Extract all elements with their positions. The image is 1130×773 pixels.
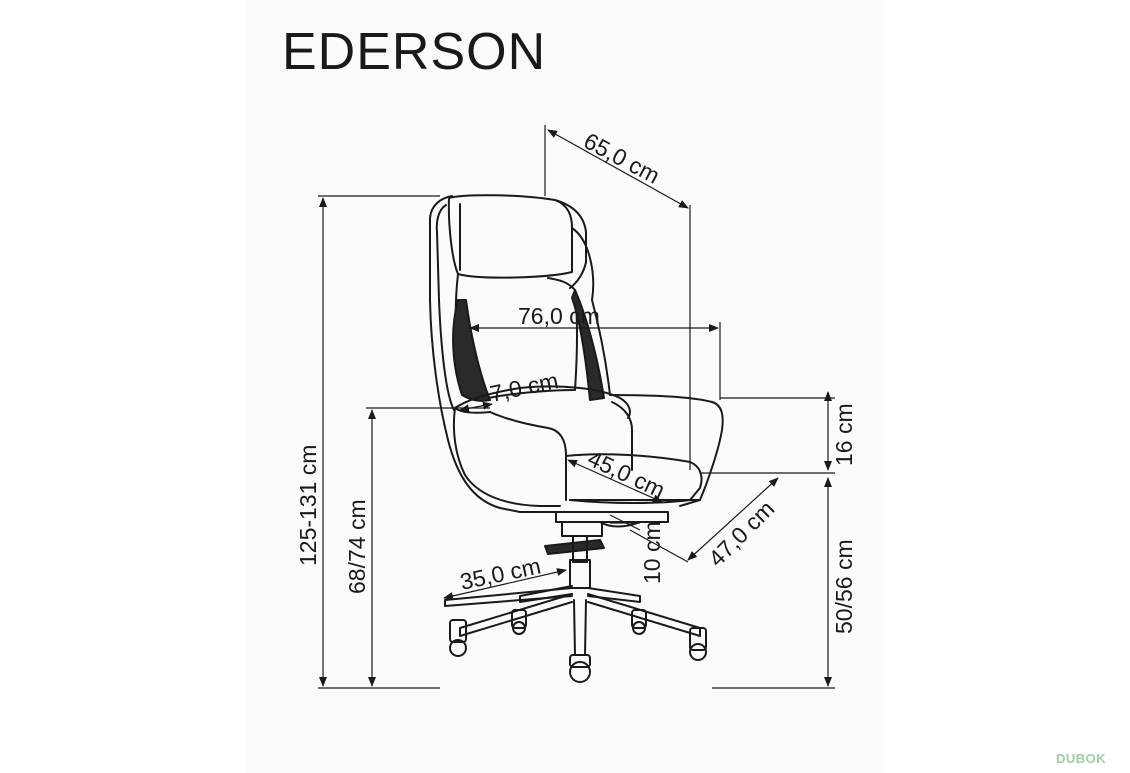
label-armrest-height: 68/74 cm — [344, 499, 370, 594]
label-depth: 65,0 cm — [580, 127, 664, 188]
base-leg-front — [573, 599, 587, 656]
caster-left-front — [511, 609, 527, 635]
label-partial: 7,0 cm — [488, 367, 561, 407]
height-lever — [544, 539, 605, 555]
label-arm-above-seat: 16 cm — [831, 403, 857, 466]
dim-line-base-radius — [443, 568, 567, 600]
backrest-shell-inner — [435, 204, 455, 411]
dim-line-seat-depth — [687, 477, 779, 561]
product-title: EDERSON — [282, 23, 547, 81]
dim-line-partial — [459, 401, 493, 413]
chair-outline — [429, 194, 724, 683]
label-gas-lift: 10 cm — [639, 521, 665, 584]
label-base-radius: 35,0 cm — [458, 552, 543, 594]
caster-left-back — [449, 619, 467, 657]
back-cushion-left-dark — [452, 299, 491, 402]
ext-line-seat-depth — [629, 529, 689, 563]
caster-front — [569, 654, 591, 683]
armrest-left-inner — [489, 411, 567, 501]
dim-line-seat-width — [567, 459, 663, 503]
dim-line-depth — [547, 129, 689, 209]
gas-lift-cylinder — [572, 535, 588, 563]
base-leg-right-back — [587, 587, 641, 603]
label-total-height: 125-131 cm — [295, 445, 321, 566]
backrest-shell — [429, 195, 561, 513]
caster-right-back — [689, 627, 707, 661]
caster-right-front — [631, 609, 647, 635]
gas-lift-cover — [569, 559, 591, 589]
mechanism-plate — [555, 511, 669, 523]
armrest-right — [609, 394, 724, 507]
back-cushion-right-dark — [571, 289, 605, 401]
label-seat-width: 45,0 cm — [584, 445, 669, 503]
label-seat-depth: 47,0 cm — [703, 495, 779, 571]
label-seat-height: 50/56 cm — [831, 539, 857, 634]
mechanism-block — [561, 521, 603, 537]
seat-top — [454, 385, 631, 419]
armrest-right-inner — [611, 401, 633, 471]
headrest — [447, 194, 573, 279]
seat-cushion — [565, 453, 703, 504]
label-width: 76,0 cm — [518, 303, 600, 329]
watermark-logo: DUBOK — [1056, 751, 1107, 766]
dimension-lines — [318, 125, 835, 689]
wing-right-edge — [571, 227, 611, 396]
armrest-left — [452, 407, 561, 507]
